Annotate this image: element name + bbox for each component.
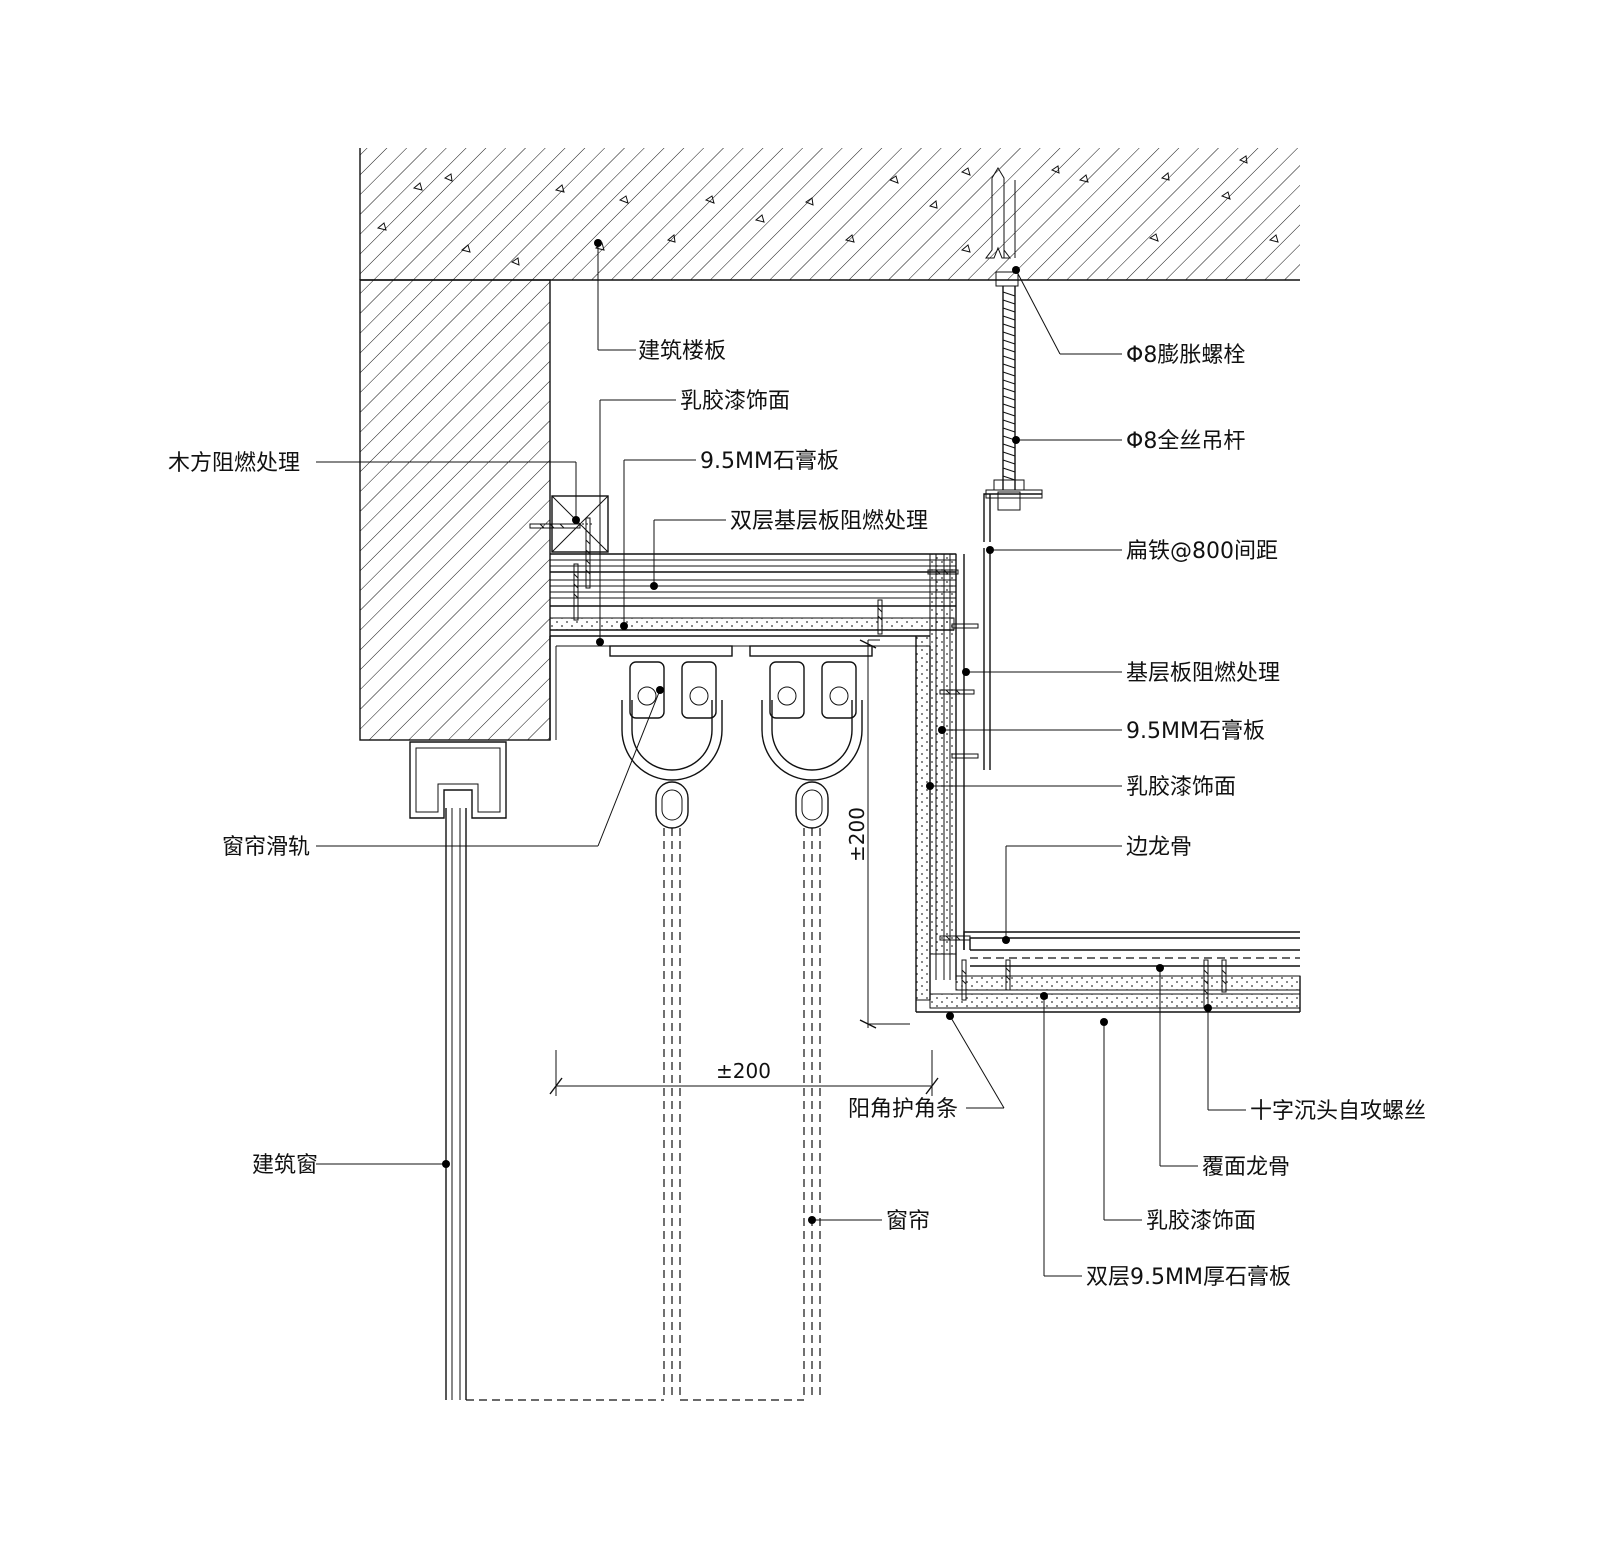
leaders [316,239,1246,1277]
label-flat-iron: 扁铁@800间距 [1126,539,1278,564]
dim-horizontal [549,1050,939,1096]
dim-vertical [859,639,910,1029]
expansion-bolt [985,167,1019,287]
vertical-board-layers [915,553,965,1012]
dim-horizontal-text: ±200 [716,1059,771,1083]
cover-keel [970,949,1300,967]
label-building-window: 建筑窗 [252,1153,318,1178]
label-curtain: 窗帘 [886,1209,930,1234]
label-double-base-board: 双层基层板阻燃处理 [730,509,928,534]
label-cross-screw: 十字沉头自攻螺丝 [1250,1099,1426,1124]
self-tapping-screws [529,517,1227,1009]
label-latex-paint-1: 乳胶漆饰面 [680,389,790,414]
label-curtain-rail: 窗帘滑轨 [222,835,310,860]
window-frame [409,741,507,1400]
threaded-rod [985,286,1043,511]
double-gypsum-ceiling [916,975,1301,1013]
track-1 [621,661,723,829]
label-latex-paint-2: 乳胶漆饰面 [1126,775,1236,800]
label-corner-guard: 阳角护角条 [848,1097,958,1122]
label-latex-paint-3: 乳胶漆饰面 [1146,1209,1256,1234]
label-gypsum-board-2: 9.5MM石膏板 [1126,719,1265,744]
gypsum-board-horizontal [549,617,955,740]
label-wood-square: 木方阻燃处理 [168,451,300,476]
label-double-gypsum: 双层9.5MM厚石膏板 [1086,1265,1291,1290]
label-building-slab: 建筑楼板 [638,339,726,364]
dim-vertical-text: ±200 [845,807,869,862]
double-base-board-layers [550,553,956,607]
label-base-board: 基层板阻燃处理 [1126,661,1280,686]
curtains [466,828,821,1401]
track-2 [761,661,863,829]
label-gypsum-board-1: 9.5MM石膏板 [700,449,839,474]
flat-iron [983,493,1042,770]
building-slab [359,148,1300,281]
label-expansion-bolt: Φ8膨胀螺栓 [1126,343,1245,368]
aggregate-marks [376,155,1279,266]
label-threaded-rod: Φ8全丝吊杆 [1126,429,1245,454]
edge-keel [963,931,1300,950]
label-cover-keel: 覆面龙骨 [1202,1155,1290,1180]
beam-wall [359,279,551,741]
curtain-rail-tracks [609,645,873,829]
label-edge-keel: 边龙骨 [1126,835,1192,860]
